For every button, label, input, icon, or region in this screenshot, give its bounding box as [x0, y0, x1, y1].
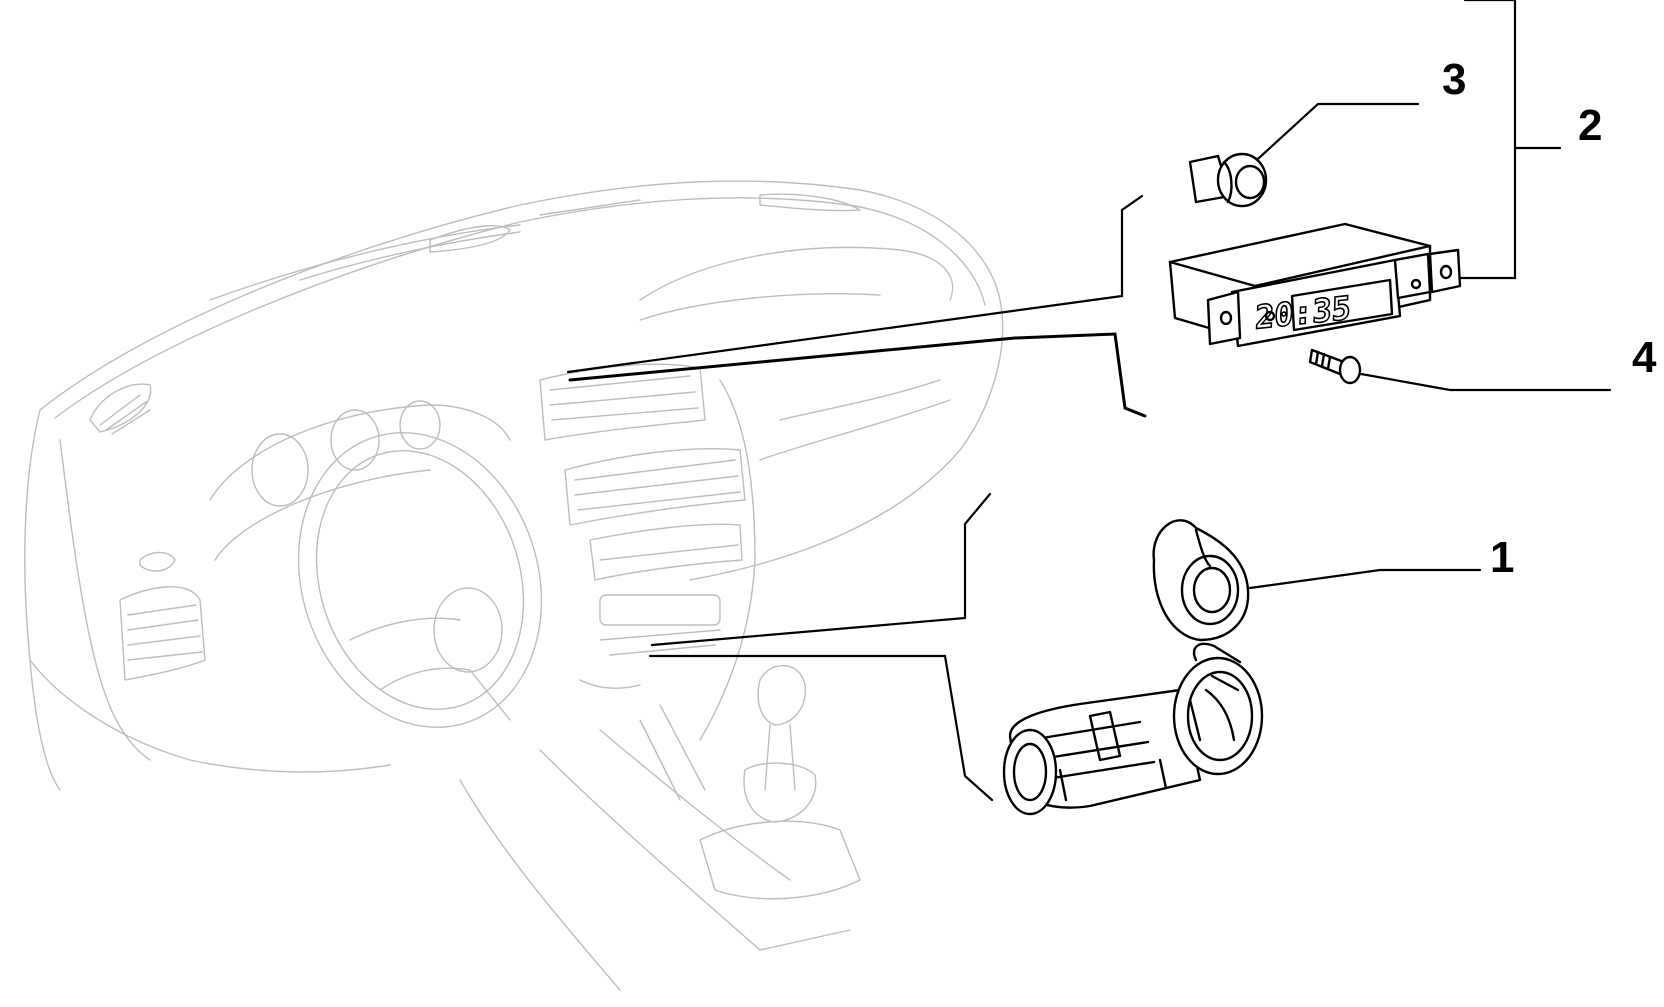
callout-4-leader: [1348, 370, 1612, 392]
callout-labels: 1 2 3 4: [1442, 55, 1657, 582]
screw-part-4: [1308, 348, 1362, 385]
digital-clock-part-2: 20:35: [1168, 222, 1462, 348]
callout-3-leader: [1246, 102, 1420, 170]
leader-socket-lower: [648, 654, 994, 802]
callout-4-label: 4: [1632, 333, 1657, 382]
leader-clock-upper: [566, 194, 1144, 374]
cigar-lighter-part-1: [1002, 519, 1264, 816]
clock-display-window: [1290, 278, 1394, 332]
leader-clock-lower: [568, 332, 1147, 418]
callout-3-label: 3: [1442, 55, 1466, 104]
callout-2-label: 2: [1578, 101, 1602, 150]
callout-2-bracket: [1453, 0, 1517, 280]
dashboard-ghost-drawing: [24, 180, 1004, 991]
leader-lines: [566, 0, 1612, 802]
callout-1-leader: [1248, 568, 1482, 590]
leader-socket-upper: [650, 492, 992, 647]
callout-1-label: 1: [1490, 533, 1514, 582]
bulb-holder-part-3: [1188, 152, 1268, 208]
